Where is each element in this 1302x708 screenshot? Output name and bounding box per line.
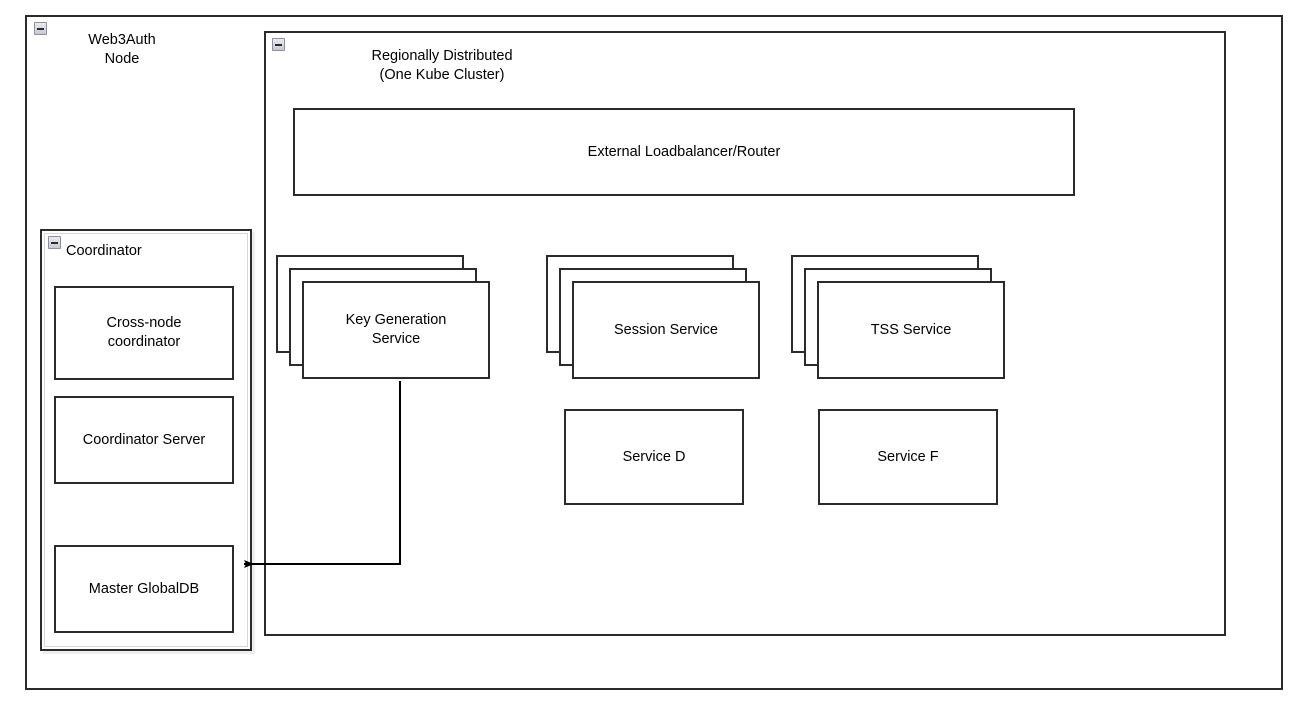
- node-label-session-service: Session Service: [614, 321, 718, 338]
- node-master-globaldb[interactable]: Master GlobalDB: [54, 545, 234, 633]
- node-key-generation-service[interactable]: Key Generation Service: [276, 255, 490, 379]
- node-cross-node-coordinator[interactable]: Cross-node coordinator: [54, 286, 234, 380]
- node-tss-service[interactable]: TSS Service: [791, 255, 1005, 379]
- node-label-coordinator-server: Coordinator Server: [82, 431, 206, 448]
- node-label-external-loadbalancer: External Loadbalancer/Router: [587, 143, 781, 160]
- node-label-service-d: Service D: [622, 448, 686, 465]
- node-label-tss-service: TSS Service: [870, 321, 952, 338]
- node-label-cross-node-coordinator: Cross-node coordinator: [106, 315, 182, 350]
- node-service-d[interactable]: Service D: [564, 409, 744, 505]
- key-generation-service-layer-front[interactable]: Key Generation Service: [302, 281, 490, 379]
- node-session-service[interactable]: Session Service: [546, 255, 760, 379]
- minus-collapse-icon-kube-cluster[interactable]: [272, 38, 285, 51]
- node-label-key-generation-service: Key Generation Service: [345, 312, 447, 347]
- node-external-loadbalancer[interactable]: External Loadbalancer/Router: [293, 108, 1075, 196]
- node-label-master-globaldb: Master GlobalDB: [88, 580, 200, 597]
- node-label-service-f: Service F: [877, 448, 939, 465]
- node-service-f[interactable]: Service F: [818, 409, 998, 505]
- minus-collapse-icon-coordinator[interactable]: [48, 236, 61, 249]
- minus-collapse-icon-web3auth-node[interactable]: [34, 22, 47, 35]
- tss-service-layer-front[interactable]: TSS Service: [817, 281, 1005, 379]
- node-coordinator-server[interactable]: Coordinator Server: [54, 396, 234, 484]
- session-service-layer-front[interactable]: Session Service: [572, 281, 760, 379]
